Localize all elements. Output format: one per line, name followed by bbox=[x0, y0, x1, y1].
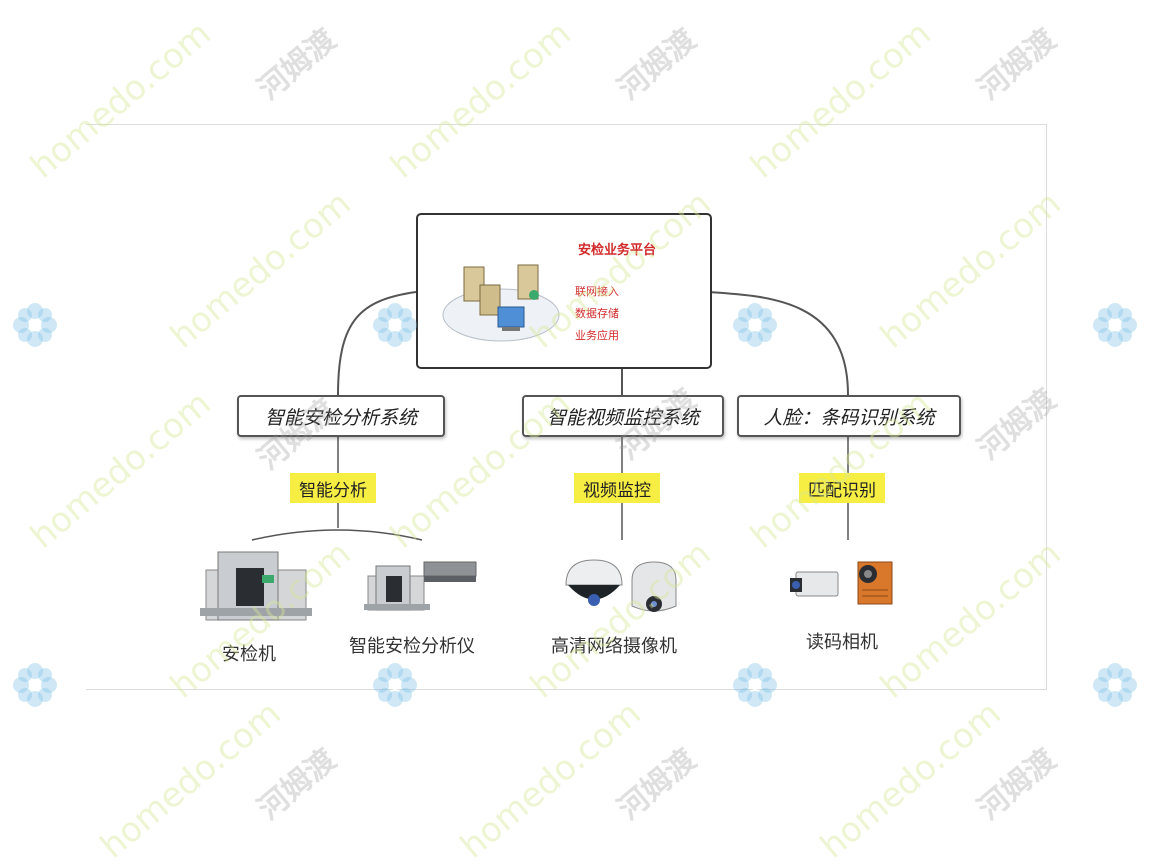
link-platform-right bbox=[707, 291, 849, 396]
branch-arc bbox=[251, 529, 423, 541]
device-label-code-camera: 读码相机 bbox=[806, 632, 878, 653]
xray-scanner-icon bbox=[200, 551, 312, 621]
tag-intelligent-analysis: 智能分析 bbox=[290, 473, 376, 503]
server-cluster-icon bbox=[442, 264, 560, 342]
barcode-camera-icon bbox=[790, 561, 893, 605]
platform-box: 安检业务平台 联网接入 数据存储 业务应用 bbox=[416, 213, 712, 369]
platform-item-network: 联网接入 bbox=[575, 285, 619, 298]
device-label-analyzer: 智能安检分析仪 bbox=[349, 636, 475, 657]
platform-item-storage: 数据存储 bbox=[575, 307, 619, 320]
device-label-xray: 安检机 bbox=[222, 644, 276, 665]
security-analyzer-icon bbox=[364, 561, 477, 611]
dome-camera-icon bbox=[565, 559, 677, 612]
platform-item-application: 业务应用 bbox=[575, 329, 619, 342]
platform-title: 安检业务平台 bbox=[578, 243, 657, 258]
system-box-video-monitoring: 智能视频监控系统 bbox=[522, 395, 724, 437]
tag-video-monitoring: 视频监控 bbox=[574, 473, 660, 503]
system-box-security-analysis: 智能安检分析系统 bbox=[237, 395, 445, 437]
system-box-face-barcode: 人脸：条码识别系统 bbox=[737, 395, 961, 437]
connector-lines bbox=[200, 291, 893, 621]
link-platform-left bbox=[337, 291, 417, 396]
diagram-canvas: 安检业务平台 联网接入 数据存储 业务应用 智能安检分析系统 智能视频监控系统 … bbox=[13, 13, 1137, 867]
device-label-ip-camera: 高清网络摄像机 bbox=[551, 636, 677, 657]
tag-match-recognition: 匹配识别 bbox=[799, 473, 885, 503]
